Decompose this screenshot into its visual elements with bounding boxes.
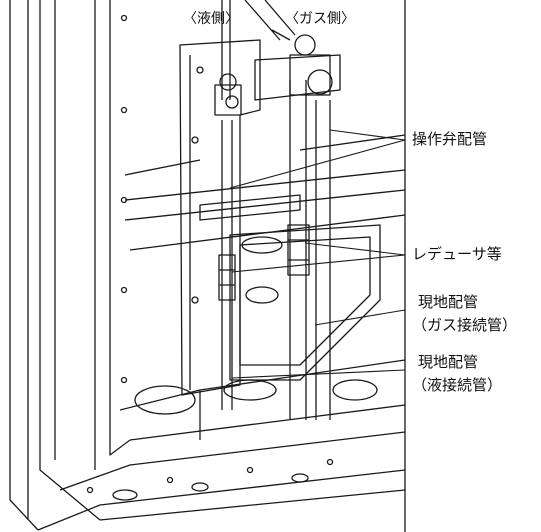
cross-member-2 — [124, 134, 406, 176]
base-hole — [191, 482, 209, 492]
liquid-valve-port — [225, 95, 239, 109]
screw — [120, 196, 128, 204]
bracket-hole-2 — [191, 296, 199, 304]
gas-valve-bracket — [254, 54, 341, 101]
gas-upper-pipe — [244, 0, 296, 41]
leader-reducer-1 — [304, 242, 406, 256]
leader-field-liquid — [231, 369, 406, 379]
drain-hole-2 — [332, 379, 378, 401]
slot — [199, 194, 301, 221]
bracket-hole-3 — [196, 66, 204, 74]
drain-hole-1 — [134, 385, 196, 415]
label-reducer: レデューサ等 — [412, 245, 502, 263]
leader-field-gas — [314, 309, 406, 326]
liquid-valve-cap — [219, 73, 237, 91]
label-field-pipe-gas-1: 現地配管 — [418, 293, 479, 311]
label-service-valve-pipe: 操作弁配管 — [412, 130, 488, 148]
oval-hole — [245, 286, 279, 304]
leader-service-valve-2 — [229, 139, 406, 189]
gas-reducer — [287, 224, 310, 276]
base-hole — [112, 489, 138, 501]
inner-tray-2 — [239, 236, 371, 366]
leader-service-valve-1 — [329, 129, 406, 141]
gas-valve-port — [307, 69, 333, 95]
oval-hole-2 — [241, 236, 283, 254]
bracket-hole-1 — [191, 136, 199, 144]
label-field-pipe-liquid-1: 現地配管 — [418, 353, 479, 371]
cabinet-left-panel — [9, 0, 101, 531]
screw — [246, 466, 254, 474]
drain-pan — [119, 359, 406, 441]
label-gas-side: 〈ガス側〉 — [285, 11, 355, 27]
gas-pipe — [289, 80, 307, 420]
gas-valve-cap — [294, 34, 316, 56]
screw — [120, 286, 128, 294]
liquid-reducer-band — [219, 269, 235, 286]
inner-tray — [229, 224, 381, 381]
screw — [86, 486, 94, 494]
screw — [166, 476, 174, 484]
gas-reducer-band — [288, 239, 309, 261]
label-field-pipe-gas-2: （ガス接続管） — [412, 316, 518, 334]
screw — [120, 376, 128, 384]
screw — [120, 14, 128, 22]
label-liquid-side: 〈液側〉 — [183, 11, 239, 27]
liquid-reducer — [218, 254, 236, 301]
screw — [326, 458, 334, 466]
base-hole — [291, 473, 309, 483]
screw — [120, 106, 128, 114]
label-field-pipe-liquid-2: （液接続管） — [412, 376, 503, 394]
liquid-valve-body — [214, 84, 242, 116]
base-plate — [37, 431, 406, 531]
gas-pipe-2 — [315, 100, 331, 420]
cabinet-front-edge — [94, 0, 131, 470]
leader-reducer-2 — [231, 254, 406, 273]
liquid-pipe — [221, 0, 233, 410]
